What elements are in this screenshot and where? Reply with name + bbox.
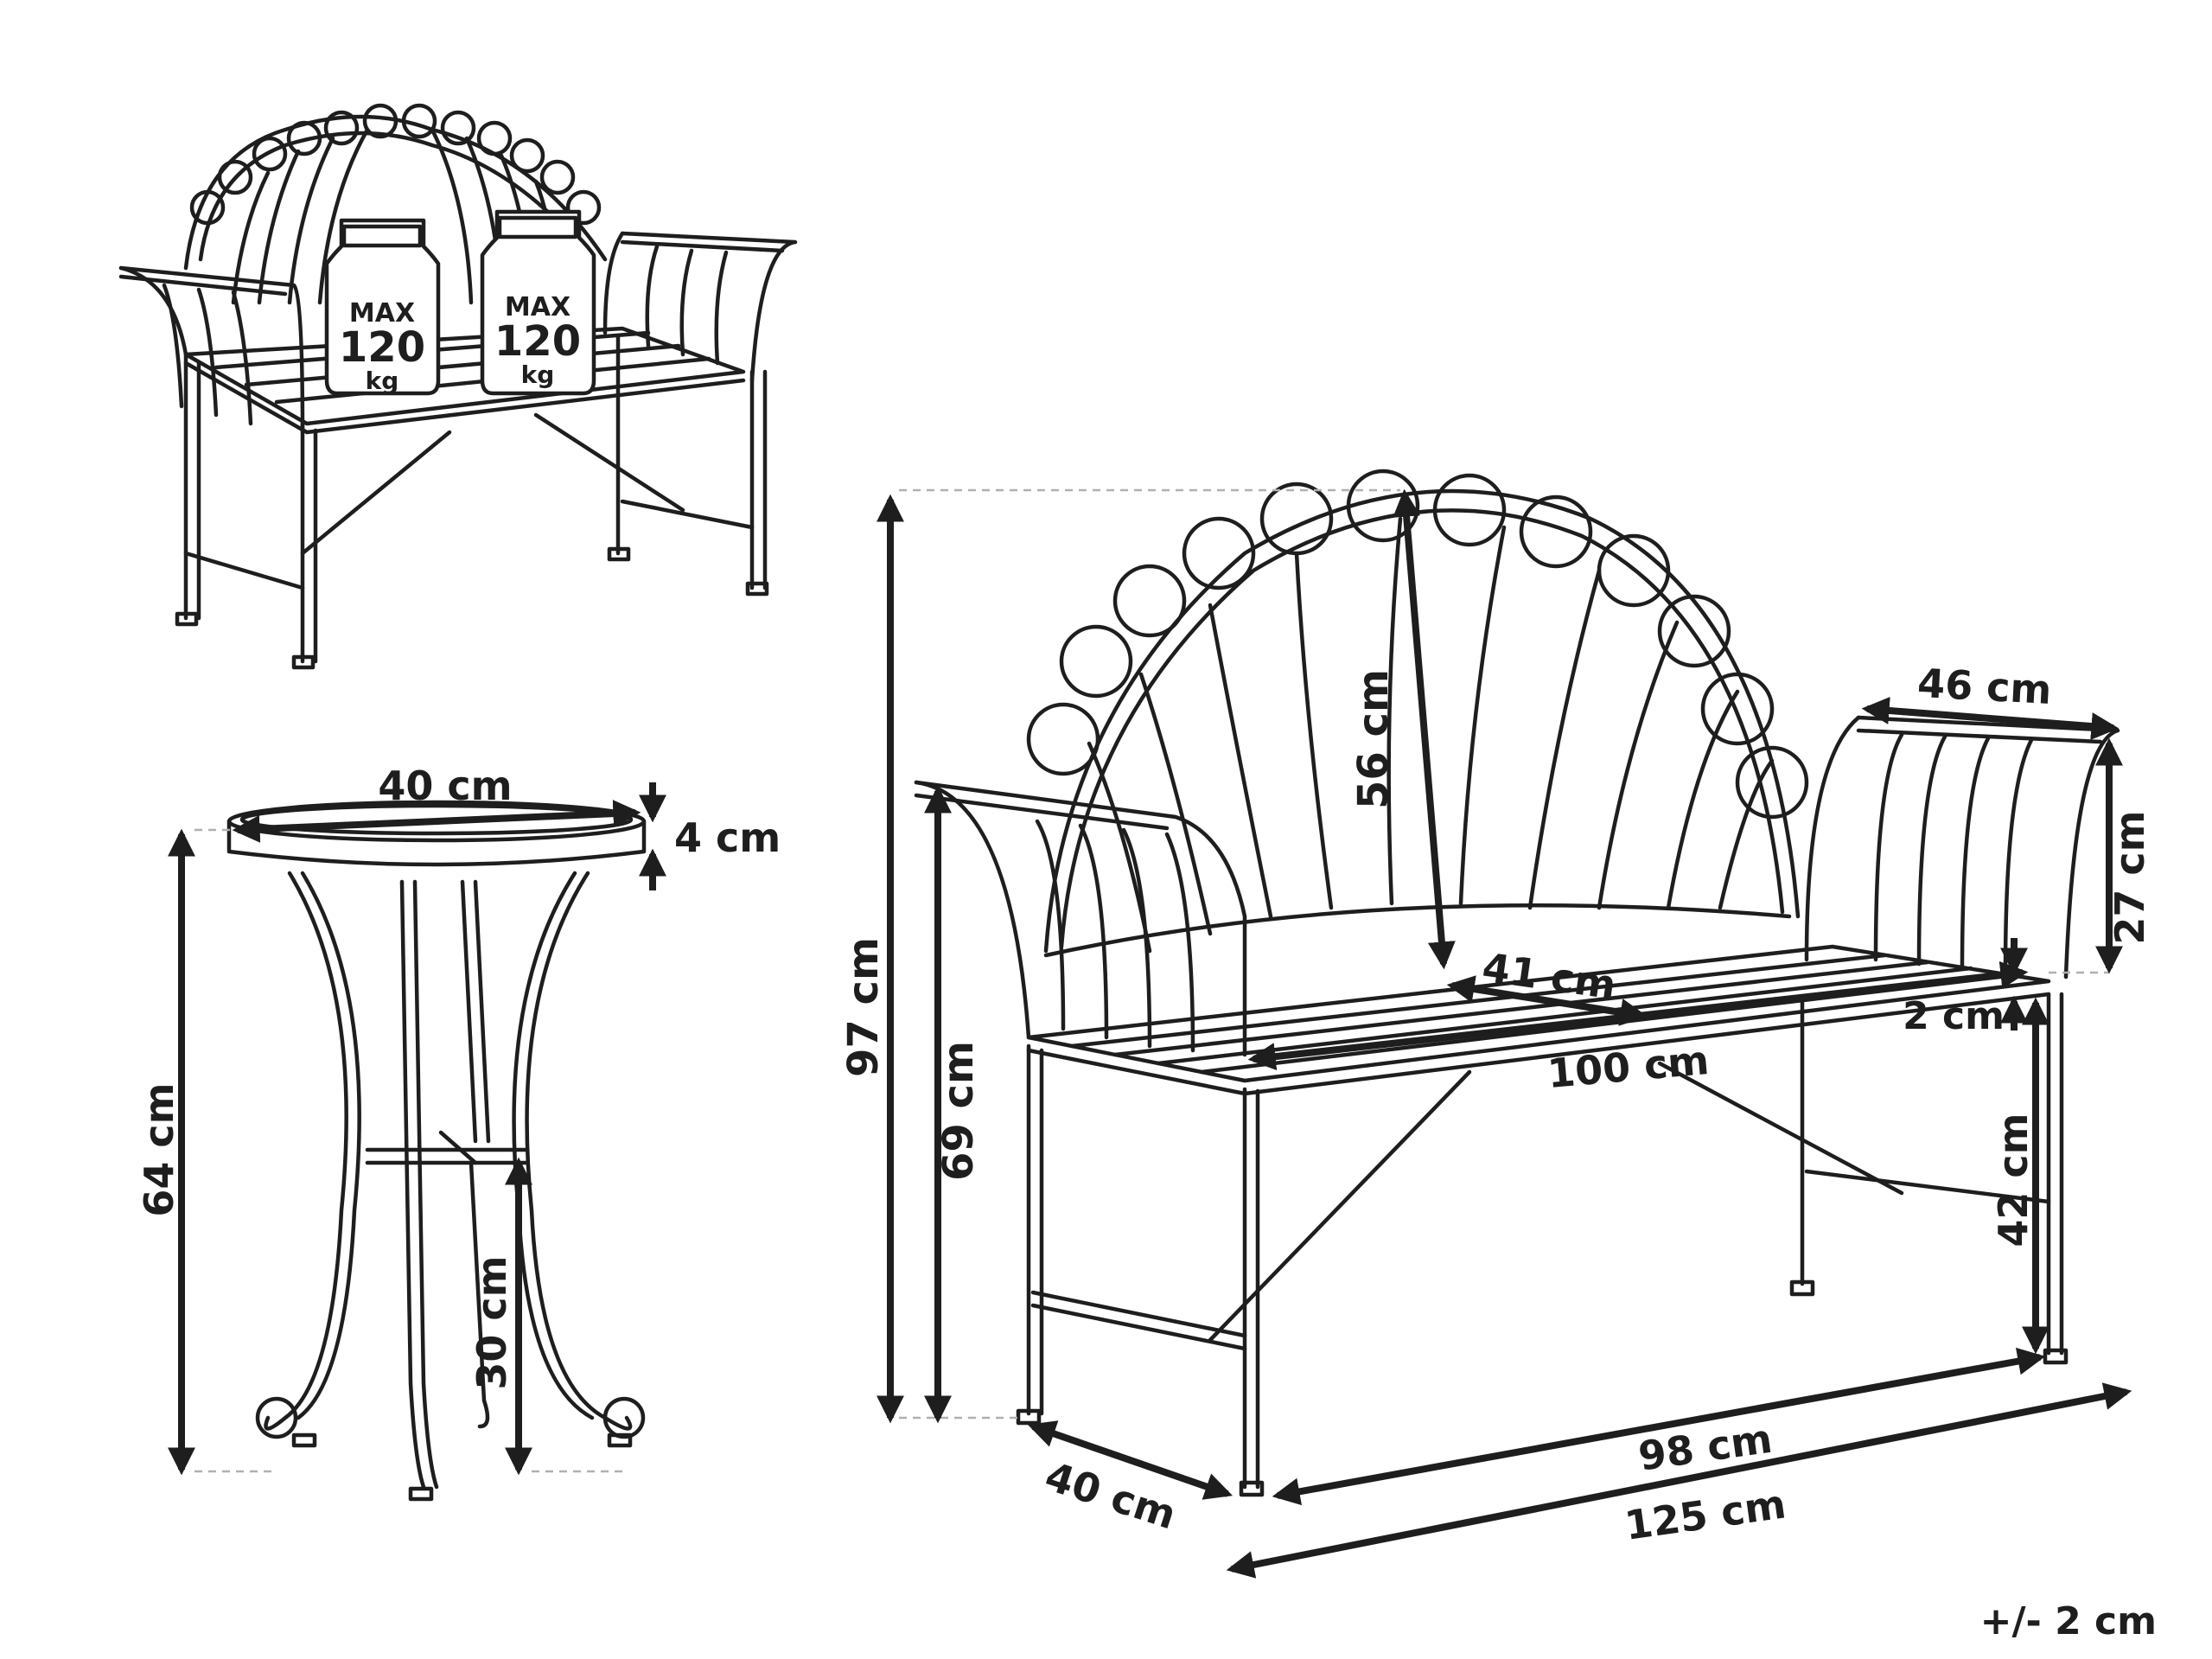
side-table-illustration	[226, 800, 647, 1502]
table-shelf-height-label: 30 cm	[469, 1255, 515, 1389]
bench-depth-label: 40 cm	[1040, 1452, 1182, 1538]
weight-badge-left-line3: kg	[366, 367, 399, 395]
tolerance-note: +/- 2 cm	[1980, 1599, 2157, 1643]
weight-badge-left-line2: 120	[339, 323, 425, 372]
small-bench-illustration	[118, 103, 798, 670]
weight-badge-left: MAX 120 kg	[324, 218, 441, 396]
weight-badge-right: MAX 120 kg	[480, 209, 596, 396]
bench-arm-height-label: 69 cm	[934, 1041, 983, 1181]
table-dimensions	[168, 782, 666, 1476]
table-height-label: 64 cm	[136, 1082, 182, 1216]
bench-dimensions	[877, 488, 2132, 1579]
table-top-thickness-label: 4 cm	[674, 814, 781, 861]
weight-badge-right-line3: kg	[521, 361, 555, 389]
weight-badge-right-line2: 120	[494, 317, 581, 366]
bench-seat-height-label: 42 cm	[1990, 1113, 2037, 1247]
bench-seat-width-label: 100 cm	[1546, 1037, 1711, 1097]
bench-armrest-length-label: 46 cm	[1916, 660, 2053, 713]
bench-backrest-height-label: 56 cm	[1349, 669, 1398, 809]
bench-seat-thickness-label: 2 cm	[1903, 994, 2005, 1038]
bench-total-height-label: 97 cm	[839, 937, 888, 1077]
bench-total-width-label: 125 cm	[1622, 1480, 1788, 1549]
weight-badge-left-line1: MAX	[349, 298, 415, 329]
table-top-diameter-label: 40 cm	[378, 763, 512, 809]
weight-badge-right-line1: MAX	[505, 292, 571, 322]
bench-armrest-height-label: 27 cm	[2107, 810, 2153, 944]
